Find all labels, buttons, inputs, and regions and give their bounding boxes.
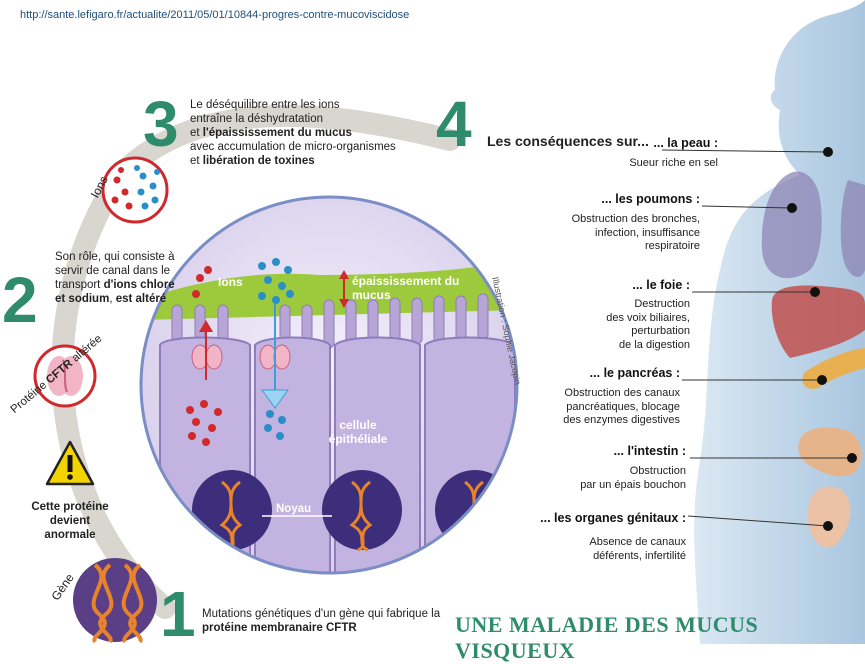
gene-dna-circle	[73, 558, 157, 644]
step-1-text: Mutations génétiques d'un gène qui fabri…	[202, 608, 441, 634]
step-3-number: 3	[143, 88, 179, 160]
consequences-title: Les conséquences sur...	[487, 133, 649, 149]
nucleus-label: Noyau	[276, 503, 312, 515]
organ-genital: ... les organes génitaux :	[540, 511, 686, 525]
cell-ions-label: Ions	[218, 275, 243, 289]
step-2-number: 2	[2, 264, 38, 336]
organ-dots	[787, 147, 857, 531]
organ-skin-desc: Sueur riche en sel	[629, 157, 718, 169]
step-4-number: 4	[436, 88, 472, 160]
step-3-text: Le déséquilibre entre les ions entraîne …	[190, 99, 396, 167]
ions-circle	[101, 156, 169, 224]
intestine-shape	[798, 427, 862, 477]
organ-lungs: ... les poumons :	[601, 192, 700, 206]
mucus-label: épaississement du mucus	[352, 274, 460, 302]
warning-text: Cette protéine devient anormale	[31, 501, 109, 541]
diagram-graphics	[33, 0, 865, 644]
liver-shape	[771, 285, 865, 358]
warning-icon	[45, 440, 95, 486]
lung-shape	[761, 171, 822, 279]
step-2-text: Son rôle, qui consiste à servir de canal…	[55, 251, 175, 305]
step-1-number: 1	[160, 578, 196, 650]
organ-skin: ... la peau :	[653, 136, 718, 150]
organ-lungs-desc: Obstruction des bronches,infection, insu…	[571, 213, 700, 252]
protein-cftr-circle	[33, 344, 97, 408]
organ-intestine: ... l'intestin :	[613, 444, 686, 458]
cell-label: cellule épithéliale	[328, 418, 388, 446]
source-url: http://sante.lefigaro.fr/actualite/2011/…	[20, 9, 410, 21]
genital-shape	[807, 486, 851, 548]
infographic-title: UNE MALADIE DES MUCUS VISQUEUX	[455, 612, 759, 663]
lung-shape-right	[840, 180, 865, 277]
organ-liver: ... le foie :	[632, 278, 690, 292]
organ-pancreas: ... le pancréas :	[589, 366, 680, 380]
organ-leader-lines	[661, 149, 852, 527]
cell-illustration	[139, 195, 519, 575]
